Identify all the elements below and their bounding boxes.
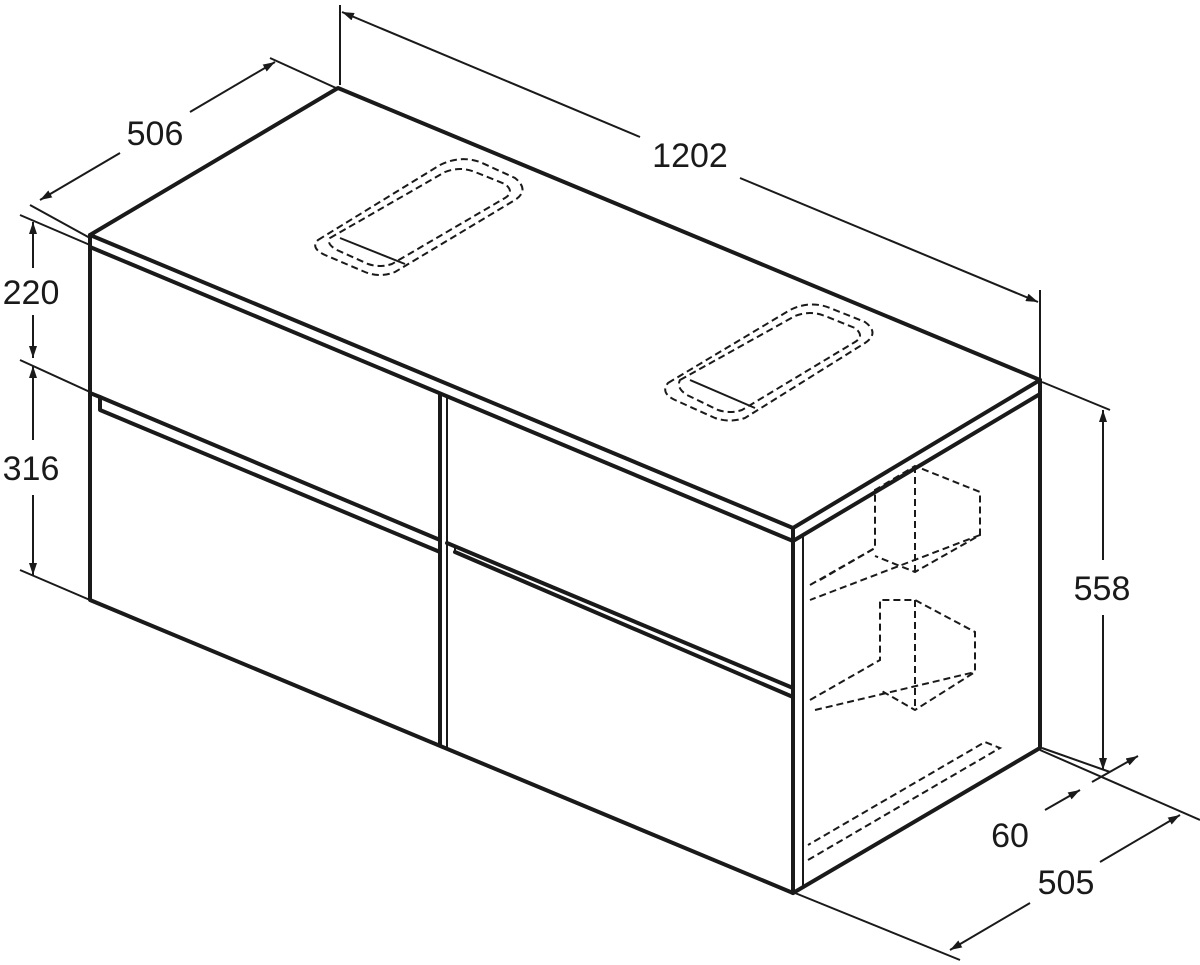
width-label: 1202: [652, 137, 728, 175]
dimension-lines: [19, 5, 1200, 961]
sink-outlines: [314, 158, 874, 422]
bottom-drawer-height-label: 316: [3, 450, 60, 488]
cabinet-body: [88, 86, 1042, 895]
depth-bottom-label: 505: [1038, 864, 1095, 902]
depth-top-label: 506: [127, 115, 184, 153]
top-drawer-height-label: 220: [3, 274, 60, 312]
internal-shelves: [807, 464, 1003, 861]
dimension-labels: 1202 506 220 316 558 60 505: [3, 115, 1131, 902]
total-height-label: 558: [1074, 570, 1131, 608]
plinth-offset-label: 60: [991, 817, 1029, 855]
